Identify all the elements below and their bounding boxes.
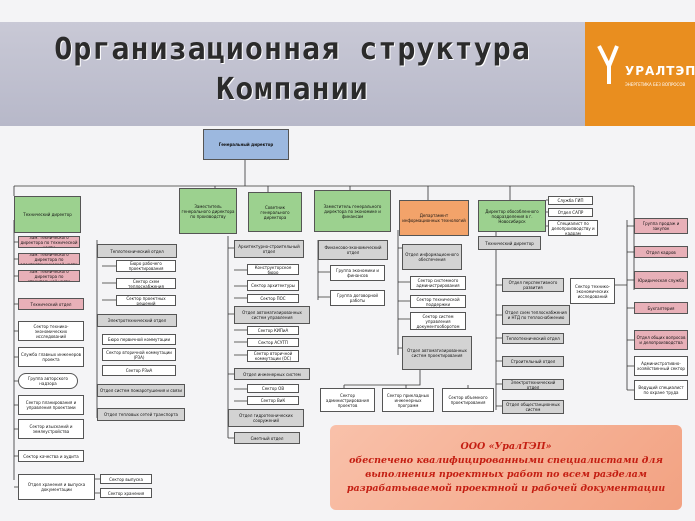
automation-department-box: Отдел автоматизированных систем управлен… — [234, 306, 310, 324]
slide-title-line1: Организационная структура — [54, 32, 531, 67]
architecture-department-box: Архитектурно-строительный отдел — [234, 240, 304, 258]
slide-title-line2: Компании — [216, 72, 369, 107]
construction-bureau-box: Конструкторское бюро — [247, 264, 299, 275]
contracts-group-box: Группа договорной работы — [330, 290, 385, 306]
fire-systems-department-box: Отдел систем пожаротушения и связи — [97, 384, 185, 397]
deputy-tech-1-box: Зам. технического директора по техническ… — [18, 236, 80, 248]
legal-service-box: Юридическая служба — [634, 271, 688, 289]
general-affairs-box: Отдел общих вопросов и делопроизводства — [634, 330, 688, 350]
technical-department-box: Технический отдел — [18, 298, 84, 310]
vk-sector-box: Сектор ВиК — [247, 396, 299, 405]
sales-group-box: Группа продаж и закупок — [634, 218, 688, 234]
gip-service-box: Служба ГИП — [548, 196, 593, 205]
capability-note: ООО «УралТЭП» обеспечено квалифицированн… — [330, 425, 682, 510]
admin-sector-box: Административно-хозяйственный сектор — [634, 356, 688, 376]
secondary-comm-os-sector-box: Сектор вторичной коммутации (ОС) — [247, 350, 299, 362]
accounting-box: Бухгалтерия — [634, 302, 688, 314]
hydro-department-box: Отдел гидротехнических сооружений — [228, 409, 304, 427]
it-support-department-box: Отдел информационного обеспечения — [402, 244, 462, 270]
branch-heat-department-box: Теплотехнический отдел — [502, 333, 564, 344]
pos-sector-box: Сектор ПОС — [247, 294, 299, 303]
secondary-comm-sector-box: Сектор вторичной коммутации (РЗА) — [102, 348, 176, 361]
public-systems-department-box: Отдел общестанционных систем — [502, 400, 564, 414]
sysadmin-sector-box: Сектор системного администрирования — [410, 276, 466, 290]
archive-department-box: Отдел хранения и выпуска документации — [18, 474, 95, 500]
volume-design-sector-box: Сектор объемного проектирования — [442, 388, 494, 412]
docsystems-sector-box: Сектор систем управления документооборот… — [410, 312, 466, 330]
fin-econ-department-box: Финансово-экономический отдел — [318, 240, 388, 260]
branch-director-box: Директор обособленного подразделения в г… — [478, 200, 546, 232]
engineering-systems-department-box: Отдел инженерных систем — [234, 368, 310, 380]
tech-support-sector-box: Сектор технической поддержки — [410, 295, 466, 308]
docflow-specialist-box: Специалист по делопроизводству и кадрам — [548, 220, 598, 236]
note-line-3: выполнения проектных работ по всем разде… — [365, 468, 647, 480]
note-company: ООО «УралТЭП» — [460, 440, 552, 452]
applied-programs-sector-box: Сектор прикладных инженерных программ — [382, 388, 434, 412]
branch-tech-director-box: Технический директор — [478, 236, 541, 250]
sapr-department-box: Отдел САПР — [548, 208, 593, 217]
estimates-department-box: Сметный отдел — [234, 432, 300, 444]
logo-mark-icon — [597, 45, 619, 84]
company-logo: УРАЛТЭП ЭНЕРГЕТИКА БЕЗ ВОПРОСОВ — [585, 22, 695, 126]
note-line-4: разрабатываемой проектной и рабочей доку… — [346, 482, 666, 494]
economists-group-box: Группа экономики и финансов — [330, 265, 385, 281]
branch-electrical-department-box: Электротехнический отдел — [502, 379, 564, 390]
heat-supply-department-box: Отдел схем теплоснабжения и НТД по тепло… — [502, 305, 570, 325]
heat-department-box: Теплотехнический отдел — [97, 244, 177, 258]
logo-tagline: ЭНЕРГЕТИКА БЕЗ ВОПРОСОВ — [625, 82, 686, 87]
note-line-2: обеспечено квалифицированными специалист… — [349, 454, 663, 466]
hr-department-box: Отдел кадров — [634, 246, 688, 258]
deputy-tech-3-box: Зам. технического директора по строитель… — [18, 270, 80, 282]
logo-name: УРАЛТЭП — [625, 64, 695, 78]
automation-design-department-box: Отдел автоматизированных систем проектир… — [402, 336, 472, 370]
title-banner — [0, 22, 585, 126]
quality-sector-box: Сектор качества и аудита — [18, 450, 84, 462]
techeco-sector-box: Сектор технико-экономических исследовани… — [570, 278, 615, 304]
electrical-department-box: Электротехнический отдел — [97, 314, 177, 327]
planning-sector-box: Сектор планирования и управления проекта… — [18, 395, 84, 415]
heat-transport-department-box: Отдел тепловых сетей транспорта — [97, 408, 185, 421]
deputy-economics-box: Заместитель генерального директора по эк… — [314, 190, 391, 232]
deputy-production-box: Заместитель генерального директора по пр… — [179, 188, 237, 234]
tech-econ-sector-box: Сектор технико-экономических исследовани… — [18, 321, 84, 341]
asutp-sector-box: Сектор АСУТП — [247, 338, 299, 347]
it-department-box: Департамент информационных технологий — [399, 200, 469, 236]
project-admin-sector-box: Сектор администрирования проектов — [320, 388, 375, 412]
design-solutions-sector-box: Сектор проектных решений — [116, 295, 176, 306]
architecture-sector-box: Сектор архитектуры — [247, 280, 299, 291]
rza-sector-box: Сектор РЗиА — [102, 365, 176, 376]
working-design-bureau-box: Бюро рабочего проектирования — [116, 260, 176, 272]
perspective-development-department-box: Отдел перспективного развития — [502, 278, 564, 292]
labor-specialist-box: Ведущий специалист по охране труда — [634, 380, 688, 400]
construction-department-box: Строительный отдел — [502, 356, 564, 367]
ov-sector-box: Сектор ОВ — [247, 384, 299, 393]
tech-director-box: Технический директор — [14, 196, 81, 233]
storage-sector-box: Сектор хранения — [100, 488, 152, 498]
ceo-box: Генеральный директор — [203, 129, 289, 160]
release-sector-box: Сектор выпуска — [100, 474, 152, 484]
primary-comm-bureau-box: Бюро первичной коммутации — [102, 334, 176, 345]
surveys-sector-box: Сектор изысканий и землеустройства — [18, 419, 84, 439]
author-supervision-box: Группа авторского надзора — [18, 373, 78, 389]
kipia-sector-box: Сектор КИПиА — [247, 326, 299, 335]
heat-schemes-sector-box: Сектор схем теплоснабжения — [116, 278, 176, 289]
chief-engineers-service-box: Служба главных инженеров проекта — [18, 347, 84, 367]
advisor-box: Советник генерального директора — [248, 192, 302, 232]
deputy-tech-2-box: Зам. технического директора по электроте… — [18, 253, 80, 265]
